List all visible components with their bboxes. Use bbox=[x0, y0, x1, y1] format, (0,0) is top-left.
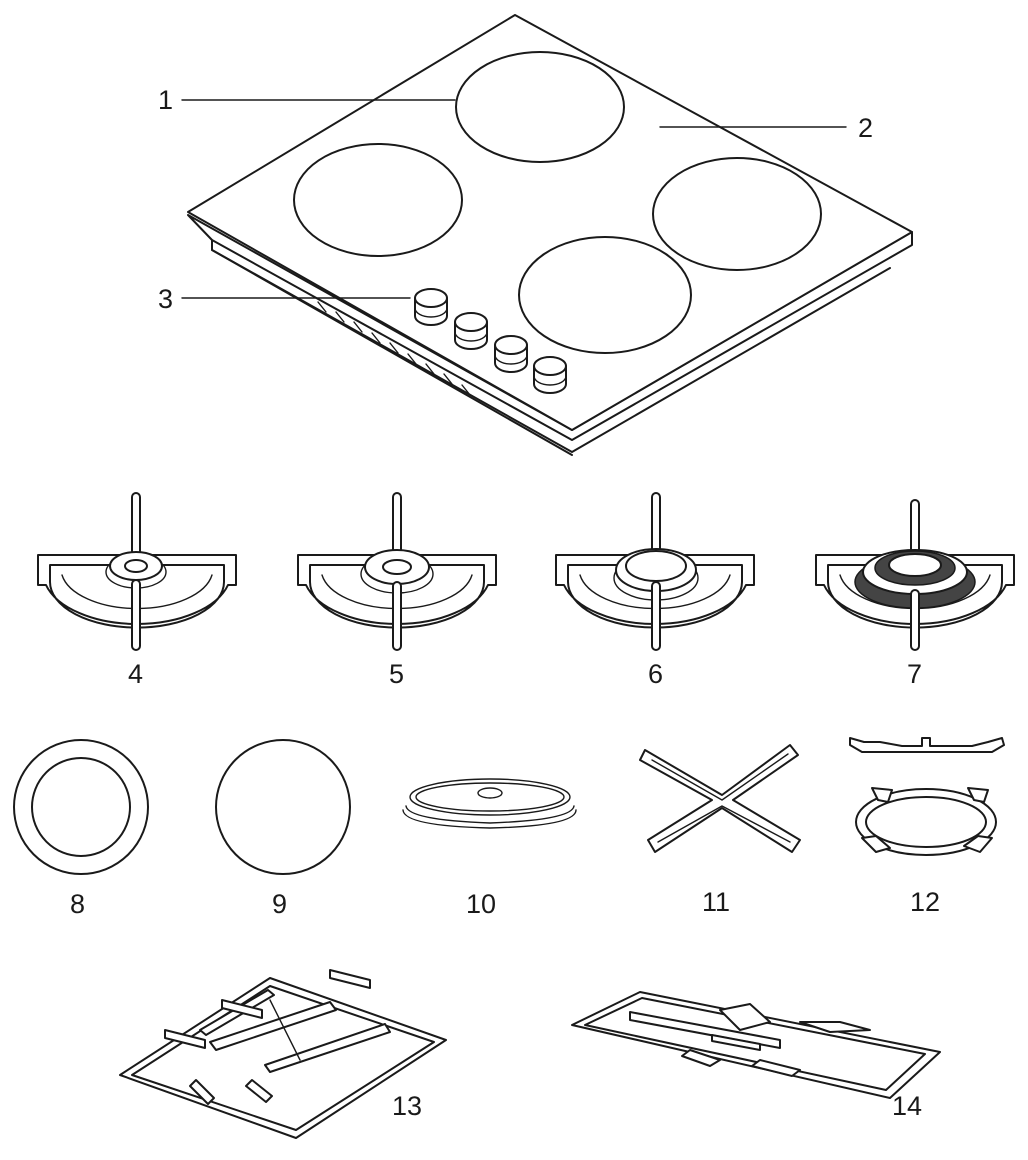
label-1: 1 bbox=[158, 85, 173, 115]
label-13: 13 bbox=[392, 1091, 422, 1121]
ring-part-8 bbox=[13, 739, 149, 875]
hob-cooktop bbox=[181, 14, 913, 456]
label-9: 9 bbox=[272, 889, 287, 919]
pan-support-grid-13 bbox=[119, 969, 447, 1139]
label-6: 6 bbox=[648, 659, 663, 689]
burner-7 bbox=[815, 499, 1015, 651]
burner-6 bbox=[555, 492, 755, 651]
knob bbox=[494, 335, 528, 373]
label-8: 8 bbox=[70, 889, 85, 919]
glass-surface bbox=[187, 14, 913, 431]
cooking-zone-rear bbox=[455, 51, 625, 163]
label-4: 4 bbox=[128, 659, 143, 689]
cooking-zone-left bbox=[293, 143, 463, 257]
cooking-zone-right bbox=[652, 157, 822, 271]
knob bbox=[414, 288, 448, 326]
knob bbox=[533, 356, 567, 394]
knob bbox=[454, 312, 488, 350]
burner-5 bbox=[297, 492, 497, 651]
label-10: 10 bbox=[466, 889, 496, 919]
label-14: 14 bbox=[892, 1091, 922, 1121]
vent-slots bbox=[317, 301, 471, 396]
control-knobs bbox=[414, 288, 567, 394]
label-11: 11 bbox=[702, 887, 730, 917]
trivet-part-11 bbox=[639, 744, 801, 853]
burner-4 bbox=[37, 492, 237, 651]
burner-cap-part-10 bbox=[402, 778, 577, 829]
pan-support-grid-14 bbox=[571, 991, 941, 1099]
label-5: 5 bbox=[389, 659, 404, 689]
label-7: 7 bbox=[907, 659, 922, 689]
label-3: 3 bbox=[158, 284, 173, 314]
label-12: 12 bbox=[910, 887, 940, 917]
wok-ring-part-12 bbox=[849, 737, 1005, 856]
cooking-zone-front bbox=[518, 236, 692, 354]
label-2: 2 bbox=[858, 113, 873, 143]
part-labels: 1 2 3 4 5 6 7 8 9 10 11 12 13 14 bbox=[70, 85, 940, 1121]
disc-part-9 bbox=[215, 739, 351, 875]
